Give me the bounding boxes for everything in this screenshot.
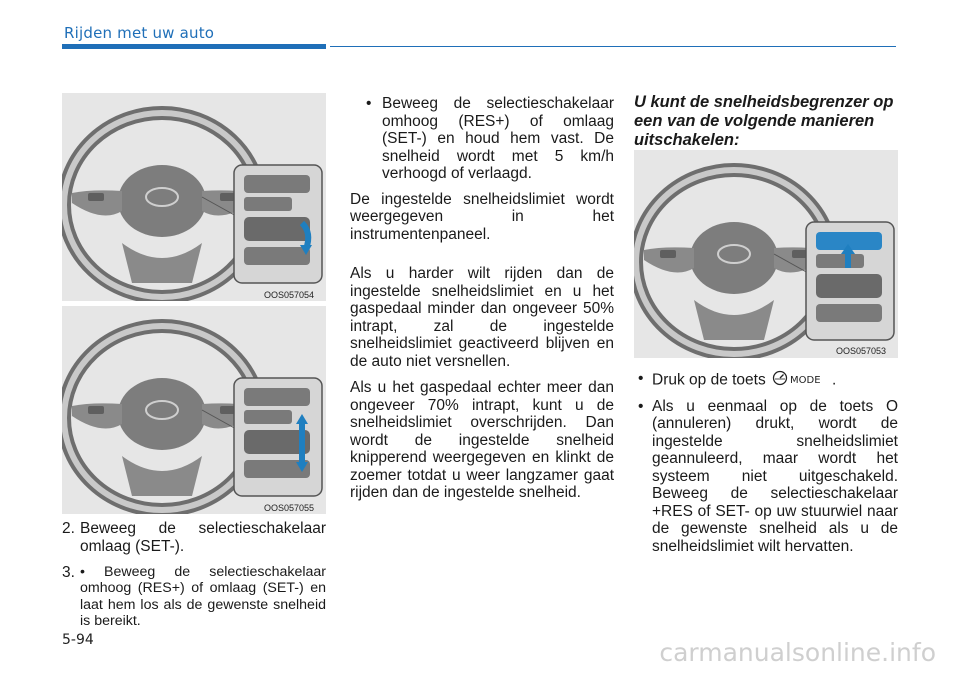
bullet-glyph: •: [638, 397, 644, 415]
bullet-item: • Als u eenmaal op de toets O (annuleren…: [634, 398, 898, 556]
right-column-list: • Druk op de toets MODE . • Als u eenmaa…: [634, 370, 898, 562]
right-column: U kunt de snelheidsbegrenzer op een van …: [634, 93, 898, 158]
step-text: • Beweeg de selectieschakelaar omhoog (R…: [80, 564, 326, 630]
bullet-glyph: •: [638, 370, 644, 387]
bullet-item: • Beweeg de selectieschakelaar omhoog (R…: [350, 95, 614, 183]
step-2: 2. Beweeg de selectieschakelaar omlaag (…: [62, 520, 326, 555]
section-heading: U kunt de snelheidsbegrenzer op een van …: [634, 93, 894, 149]
figure-steering-wheel-set: [62, 93, 326, 301]
bullet-text: Als u eenmaal op de toets O (annuleren) …: [652, 397, 898, 555]
mode-icon-label: MODE: [790, 375, 821, 386]
middle-column: • Beweeg de selectieschakelaar omhoog (R…: [350, 95, 614, 511]
step-text: Beweeg de selectieschakelaar omlaag (SET…: [80, 520, 326, 555]
bullet-text-post: .: [832, 371, 837, 389]
step-3: 3. • Beweeg de selectieschakelaar omhoog…: [62, 564, 326, 630]
header-rule: [330, 46, 896, 47]
drive-mode-icon: MODE: [772, 370, 830, 391]
header-accent-bar: [62, 44, 326, 49]
paragraph: Als u harder wilt rijden dan de ingestel…: [350, 265, 614, 370]
bullet-text: Druk op de toets MODE .: [652, 370, 898, 391]
figure-steering-wheel-cancel: [634, 150, 898, 358]
page-number: 5-94: [62, 632, 94, 648]
paragraph: De ingestelde snelheidslimiet wordt weer…: [350, 190, 614, 243]
watermark: carmanualsonline.info: [659, 638, 936, 667]
paragraph: Als u het gaspedaal echter meer dan onge…: [350, 379, 614, 501]
figure-steering-wheel-resume: [62, 306, 326, 514]
figure-code: OOS057053: [836, 346, 887, 356]
bullet-glyph: •: [366, 95, 372, 112]
figure-code: OOS057055: [264, 503, 315, 513]
step-number: 3.: [62, 564, 75, 581]
bullet-item: • Druk op de toets MODE .: [634, 370, 898, 391]
bullet-text: Beweeg de selectieschakelaar omhoog (RES…: [382, 95, 614, 182]
figure-code: OOS057054: [264, 290, 315, 300]
section-title: Rijden met uw auto: [64, 24, 215, 42]
left-column: 2. Beweeg de selectieschakelaar omlaag (…: [62, 520, 326, 639]
bullet-text-pre: Druk op de toets: [652, 371, 766, 389]
step-number: 2.: [62, 520, 75, 537]
